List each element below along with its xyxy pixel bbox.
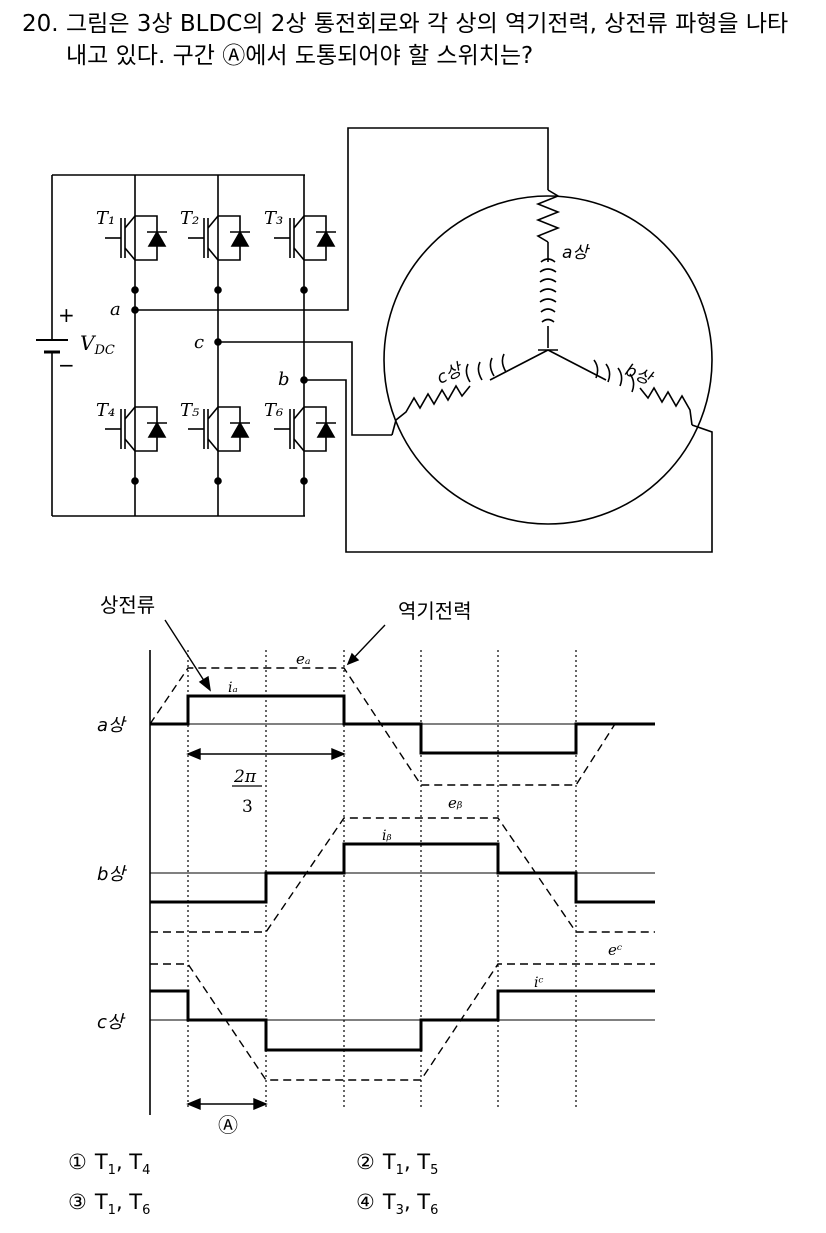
switch-label-t4: T₄ <box>96 400 115 421</box>
resistor-c <box>391 384 471 436</box>
node-a-label: a <box>110 299 121 320</box>
waveform-labels: 상전류 역기전력 a상 b상 c상 eₐ eᵦ eᶜ iₐ iᵦ iᶜ 2π 3… <box>97 593 622 1137</box>
emf-callout: 역기전력 <box>398 599 472 623</box>
question-number: 20. <box>22 11 59 37</box>
choice-3-text: T1, T6 <box>94 1190 151 1219</box>
question-text: 그림은 3상 BLDC의 2상 통전회로와 각 상의 역기전력, 상전류 파형을… <box>66 11 789 69</box>
phase-a-label: a상 <box>562 243 590 263</box>
waveform-diagram <box>149 619 655 1115</box>
switch-cell-6 <box>274 406 336 452</box>
inductor-b <box>593 359 635 393</box>
switch-label-t5: T₅ <box>180 400 199 421</box>
switch-cell-3 <box>274 215 336 261</box>
emf-b-label: eᵦ <box>448 794 463 812</box>
phase-b-label: b상 <box>622 360 656 390</box>
span-denominator: 3 <box>242 797 253 817</box>
switch-label-t1: T₁ <box>96 208 115 229</box>
current-c <box>150 989 655 1052</box>
emf-c <box>150 963 655 1081</box>
row-b-label: b상 <box>97 864 127 885</box>
choice-2[interactable]: ② T1, T5 <box>356 1150 438 1178</box>
span-numerator: 2π <box>233 767 257 787</box>
current-b <box>150 842 655 904</box>
inductor-a <box>539 258 557 323</box>
switch-label-t6: T₆ <box>264 400 283 421</box>
choice-4-number: ④ <box>356 1190 375 1214</box>
switch-label-t2: T₂ <box>180 208 199 229</box>
circuit-diagram <box>36 127 713 553</box>
resistor-a <box>535 189 561 243</box>
switch-cell-5 <box>188 406 250 452</box>
switch-cell-2 <box>188 215 250 261</box>
current-c-label: iᶜ <box>534 975 543 991</box>
switch-cell-4 <box>105 406 167 452</box>
resistor-b <box>639 386 693 426</box>
vdc-label: VDC <box>80 331 115 358</box>
emf-a <box>149 667 616 786</box>
switch-label-t3: T₃ <box>264 208 283 229</box>
choice-1-text: T1, T4 <box>94 1150 151 1179</box>
emf-a-label: eₐ <box>296 650 311 668</box>
minus-sign: − <box>58 353 75 377</box>
choice-1-number: ① <box>68 1150 87 1174</box>
emf-b <box>150 817 655 933</box>
circuit-labels: T₁ T₂ T₃ T₄ T₅ T₆ + − VDC a c b a상 c상 b상 <box>58 208 656 421</box>
node-b-label: b <box>278 369 290 390</box>
current-a-label: iₐ <box>228 680 238 696</box>
emf-c-label: eᶜ <box>608 941 622 959</box>
choice-3[interactable]: ③ T1, T6 <box>68 1190 150 1218</box>
row-c-label: c상 <box>97 1012 126 1033</box>
plus-sign: + <box>58 303 75 327</box>
switch-cell-1 <box>105 215 167 261</box>
choice-2-text: T1, T5 <box>382 1150 439 1179</box>
choice-3-number: ③ <box>68 1190 87 1214</box>
phase-boundaries <box>187 650 577 1110</box>
phase-c-label: c상 <box>434 359 467 388</box>
choice-2-number: ② <box>356 1150 375 1174</box>
choice-4-text: T3, T6 <box>382 1190 439 1219</box>
node-c-label: c <box>194 332 204 353</box>
inductor-c <box>465 353 507 383</box>
current-b-label: iᵦ <box>382 828 392 844</box>
choice-4[interactable]: ④ T3, T6 <box>356 1190 438 1218</box>
motor-circle <box>383 195 713 525</box>
current-a <box>150 694 655 755</box>
interval-label: Ⓐ <box>218 1113 238 1137</box>
row-a-label: a상 <box>97 715 127 736</box>
current-callout: 상전류 <box>100 593 155 617</box>
choice-1[interactable]: ① T1, T4 <box>68 1150 150 1178</box>
